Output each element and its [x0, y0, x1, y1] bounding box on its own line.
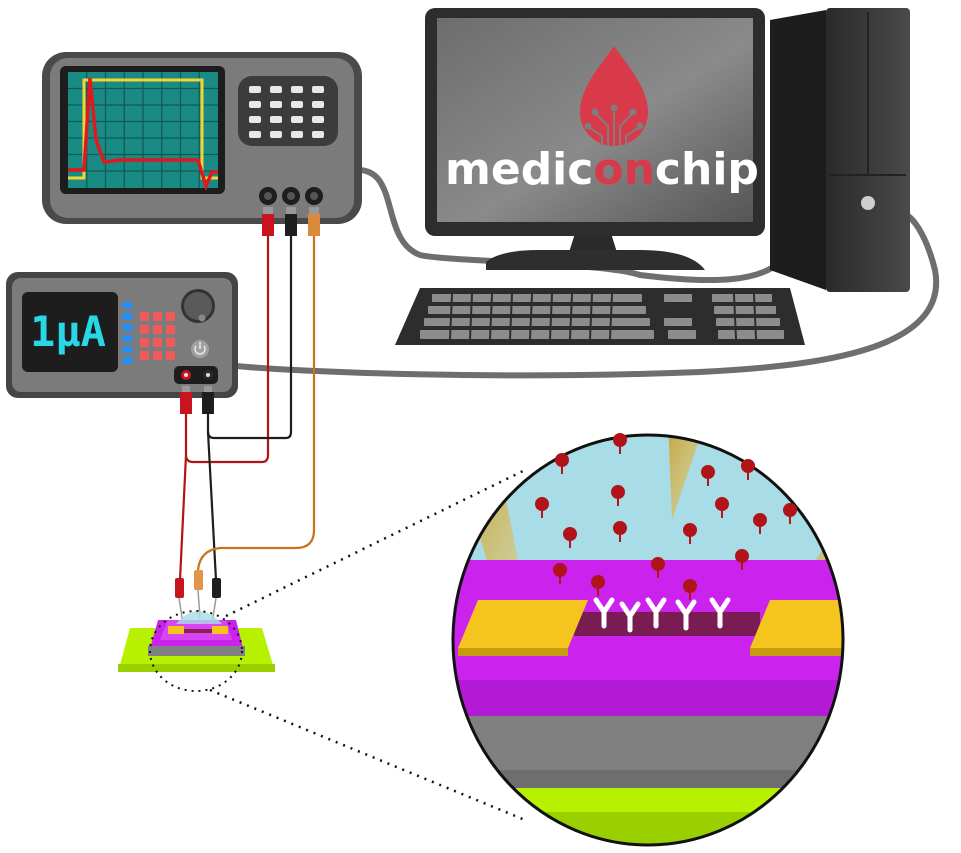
zoom-connector-lines	[209, 468, 526, 822]
sourcemeter-side-buttons	[122, 302, 133, 364]
blood-drop-circuit-icon	[580, 46, 648, 146]
oscilloscope-jacks	[259, 187, 323, 205]
zoom-inset	[451, 433, 845, 847]
zoom-source-circle	[149, 610, 243, 692]
probe-wires	[178, 236, 316, 581]
analyte-molecule-icon	[535, 433, 797, 600]
power-button-icon	[861, 196, 875, 210]
oscilloscope-keypad	[238, 76, 338, 146]
sourcemeter-display: 1µA	[30, 307, 106, 356]
pc-tower	[770, 8, 910, 292]
power-icon	[191, 340, 209, 358]
sensor-chip	[118, 611, 275, 672]
keyboard	[395, 288, 805, 345]
red-trace	[68, 77, 218, 192]
sm-black-probe-wire	[206, 431, 218, 581]
sourcemeter-keypad	[140, 312, 175, 360]
oscilloscope	[42, 52, 362, 236]
sm-red-probe-wire	[178, 454, 188, 581]
computer-monitor: mediconchip	[425, 8, 765, 270]
brand-logo-text: mediconchip	[445, 144, 759, 195]
antibody-icon	[593, 597, 731, 633]
sourcemeter-to-pc-cable	[233, 212, 940, 379]
sourcemeter: 1µA	[6, 272, 238, 414]
scope-orange-wire	[196, 236, 316, 571]
